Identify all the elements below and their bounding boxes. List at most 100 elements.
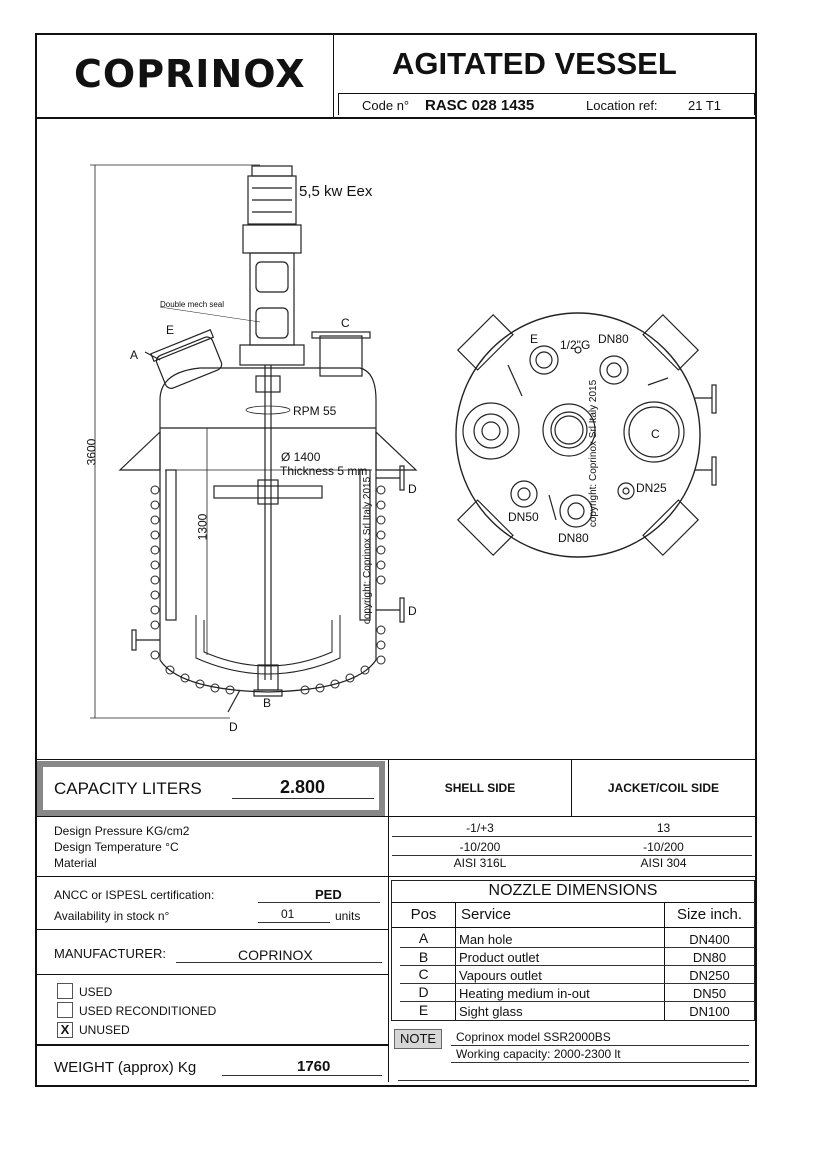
jacket-temperature: -10/200 [643,840,684,854]
location-label: Location ref: [586,98,658,113]
temperature-rule [392,855,752,856]
condition-top-rule [36,974,388,975]
unused-checkbox[interactable]: X [57,1022,73,1038]
nozzle-row-service: Vapours outlet [459,968,542,983]
letter-b-side: B [263,696,272,710]
code-box [338,93,755,115]
nozzle-row-rule [400,1001,754,1002]
location-value: 21 T1 [688,98,722,113]
stock-label: Availability in stock n° [54,909,170,923]
company-logo: COPRINOX [74,52,306,96]
jacket-pressure: 13 [656,821,671,835]
design-pressure-label: Design Pressure KG/cm2 [54,824,190,838]
copyright-top: copyright: Coprinox Srl Italy 2015 [588,379,600,528]
used-label: USED [79,985,113,999]
seal-label: Double mech seal [160,300,225,309]
manufacturer-underline [176,962,382,963]
stock-unit: units [335,909,361,923]
table-top-rule [36,759,756,760]
used-reconditioned-label: USED RECONDITIONED [79,1004,217,1018]
nozzle-row-pos: E [418,1002,429,1018]
manufacturer-value: COPRINOX [238,947,313,963]
vessel-drawing [90,164,717,719]
nozzle-row-size: DN100 [689,1004,730,1019]
nozzle-row-size: DN250 [689,968,730,983]
letter-a-side: A [130,348,139,362]
diameter-label: Ø 1400 [281,450,321,464]
nozzle-table-title: NOZZLE DIMENSIONS [488,882,658,899]
nozzle-row-pos: D [418,984,429,1000]
page-title: AGITATED VESSEL [392,46,677,81]
nozzle-col-pos: Pos [410,906,437,923]
nozzle-row-pos: C [418,966,429,982]
nozzle-row-rule [400,965,754,966]
design-temperature-label: Design Temperature °C [54,840,179,854]
nozzle-row-rule [400,947,754,948]
certification-value: PED [315,887,342,902]
stock-value: 01 [281,907,295,921]
nozzle-row-service: Heating medium in-out [459,986,590,1001]
note-line-1: Coprinox model SSR2000BS [456,1030,611,1044]
dn50-label: DN50 [508,510,539,524]
nozzle-row-service: Man hole [459,932,513,947]
nozzle-row-rule [400,983,754,984]
manufacturer-top-rule [36,929,388,930]
nozzle-row-pos: B [418,949,429,965]
letter-d-bottom: D [229,720,238,734]
capacity-underline [232,798,374,799]
material-label: Material [54,856,97,870]
shell-temperature: -10/200 [459,840,501,854]
dn80-top-label: DN80 [598,332,629,346]
nozzle-header-rule [392,927,754,928]
note-label: NOTE [399,1031,437,1046]
capacity-value: 2.800 [280,777,326,797]
weight-underline [222,1075,382,1076]
shell-side-header: SHELL SIDE [444,781,516,795]
stock-underline [258,922,330,923]
height-total-label: 3600 [84,438,99,466]
capacity-label: CAPACITY LITERS [54,779,202,798]
shell-material: AISI 316L [453,856,507,870]
note-rule-2 [451,1062,749,1063]
nozzle-row-service: Sight glass [459,1004,523,1019]
letter-d-upper: D [408,482,417,496]
shell-pressure: -1/+3 [466,821,494,835]
copyright-side: copyright: Coprinox Srl Italy 2015 [362,476,374,625]
nozzle-col-service: Service [461,906,512,923]
nozzle-row-pos: A [418,930,429,946]
nozzle-col-size: Size inch. [676,906,743,923]
shell-jacket-divider [571,760,572,817]
weight-value: 1760 [297,1058,331,1075]
nozzle-row-size: DN80 [692,950,727,965]
design-top-rule [36,816,756,817]
weight-top-rule [36,1044,388,1046]
capacity-box [37,761,385,816]
note-line-2: Working capacity: 2000-2300 lt [456,1047,621,1061]
note-rule-1 [451,1045,749,1046]
letter-e-side: E [166,323,175,337]
nozzle-col-divider-2 [664,902,665,1020]
certification-label: ANCC or ISPESL certification: [54,888,215,902]
unused-label: UNUSED [79,1023,130,1037]
letter-d-lower: D [408,604,417,618]
certification-underline [258,902,380,903]
letter-c-top: C [651,427,660,441]
note-rule-3 [398,1080,749,1081]
note-badge [394,1029,442,1049]
letter-e-top: E [530,332,539,346]
manufacturer-label: MANUFACTURER: [54,946,166,961]
nozzle-row-size: DN400 [689,932,730,947]
letter-c-side: C [341,316,350,330]
jacket-material: AISI 304 [640,856,687,870]
used-checkbox[interactable] [57,983,73,999]
page-frame [35,33,757,1087]
rpm-label: RPM 55 [293,404,337,418]
dn80-bottom-label: DN80 [558,531,589,545]
pressure-rule [392,836,752,837]
thickness-label: Thickness 5 mm [280,464,368,478]
nozzle-col-divider-1 [455,902,456,1020]
table-center-divider [388,759,389,1082]
used-reconditioned-checkbox[interactable] [57,1002,73,1018]
nozzle-title-rule [392,902,754,903]
nozzle-row-size: DN50 [692,986,727,1001]
